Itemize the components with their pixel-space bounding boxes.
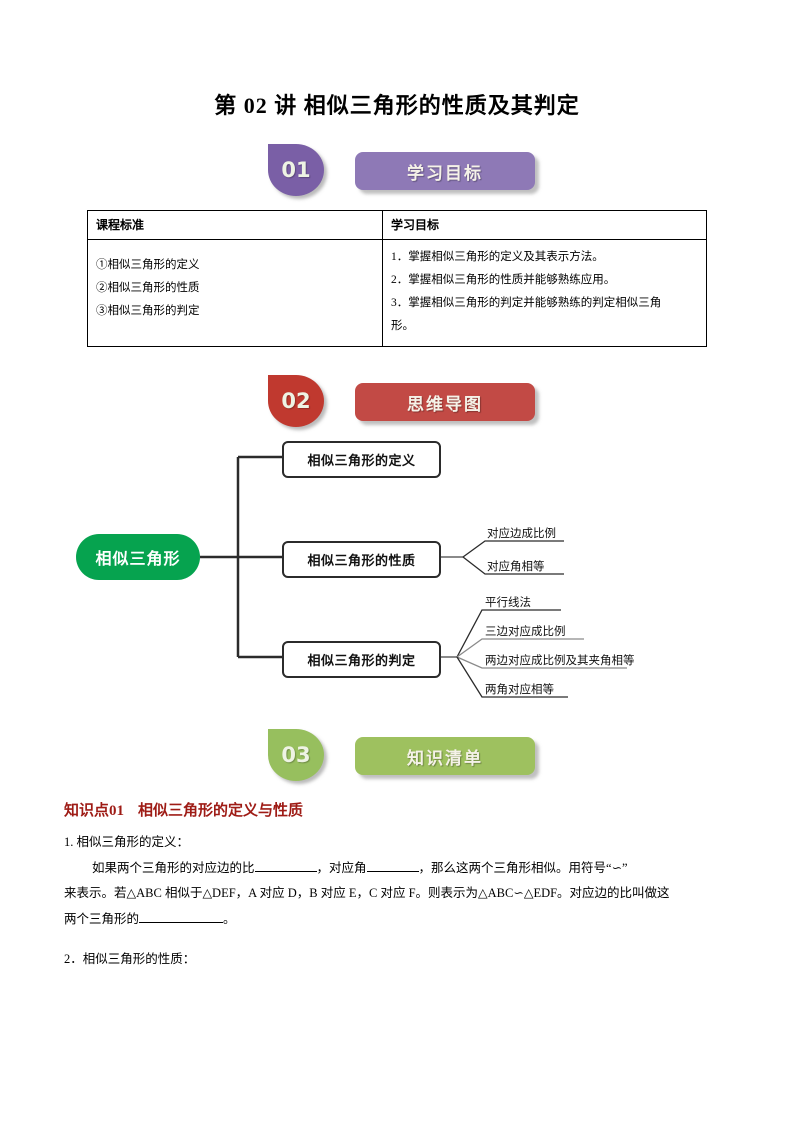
paragraph-spacer bbox=[64, 933, 730, 947]
mindmap-root-node: 相似三角形 bbox=[76, 534, 200, 580]
definition-item-title: 1. 相似三角形的定义： bbox=[64, 835, 190, 849]
standard-item-3: ③相似三角形的判定 bbox=[96, 305, 200, 317]
table-header-standard: 课程标准 bbox=[87, 210, 383, 240]
definition-blank-2 bbox=[366, 870, 419, 872]
section-badge-01-number: 01 bbox=[281, 158, 311, 182]
objective-item-2: 2．掌握相似三角形的性质并能够熟练应用。 bbox=[391, 274, 616, 286]
table-header-row: 课程标准 学习目标 bbox=[87, 210, 707, 240]
mindmap-leaf-judgement-1: 平行线法 bbox=[485, 597, 531, 609]
definition-text-e: 。 bbox=[223, 911, 236, 926]
objective-item-3-cont: 形。 bbox=[391, 320, 414, 332]
section-banner-knowledge: 03 知识清单 bbox=[64, 727, 730, 785]
definition-paragraph-line-3: 两个三角形的 。 bbox=[64, 907, 730, 933]
knowledge-point-heading: 知识点01 相似三角形的定义与性质 bbox=[64, 799, 730, 820]
objectives-table: 课程标准 学习目标 ①相似三角形的定义 ②相似三角形的性质 ③相似三角形的判定 … bbox=[87, 210, 707, 347]
section-badge-03: 03 bbox=[268, 729, 324, 781]
mindmap-diagram: 相似三角形 相似三角形的定义 相似三角形的性质 相似三角形的判定 对应边成比例 … bbox=[64, 435, 730, 725]
properties-item-title: 2．相似三角形的性质： bbox=[64, 951, 196, 966]
section-label-knowledge-text: 知识清单 bbox=[407, 748, 483, 768]
standard-item-1: ①相似三角形的定义 bbox=[96, 259, 200, 271]
page-title: 第 02 讲 相似三角形的性质及其判定 bbox=[214, 93, 580, 118]
section-badge-02-number: 02 bbox=[281, 389, 311, 413]
definition-blank-1 bbox=[254, 870, 317, 872]
mindmap-connectors bbox=[200, 455, 627, 698]
mindmap-node-properties: 相似三角形的性质 bbox=[282, 541, 441, 578]
section-label-objectives: 学习目标 bbox=[355, 152, 535, 190]
section-banner-objectives: 01 学习目标 bbox=[64, 142, 730, 200]
mindmap-node-definition: 相似三角形的定义 bbox=[282, 441, 441, 478]
definition-text-a: 如果两个三角形的对应边的比 bbox=[92, 860, 255, 875]
standard-item-2: ②相似三角形的性质 bbox=[96, 282, 200, 294]
mindmap-root-label: 相似三角形 bbox=[95, 551, 181, 568]
section-badge-01: 01 bbox=[268, 144, 324, 196]
table-cell-objectives: 1．掌握相似三角形的定义及其表示方法。 2．掌握相似三角形的性质并能够熟练应用。… bbox=[382, 239, 707, 347]
table-row: ①相似三角形的定义 ②相似三角形的性质 ③相似三角形的判定 1．掌握相似三角形的… bbox=[87, 239, 707, 347]
mindmap-leaf-judgement-4: 两角对应相等 bbox=[485, 684, 554, 696]
section-label-mindmap: 思维导图 bbox=[355, 383, 535, 421]
mindmap-leaf-judgement-3: 两边对应成比例及其夹角相等 bbox=[485, 655, 635, 667]
table-cell-standard: ①相似三角形的定义 ②相似三角形的性质 ③相似三角形的判定 bbox=[87, 239, 383, 347]
section-label-objectives-text: 学习目标 bbox=[407, 163, 483, 183]
definition-text-d: 两个三角形的 bbox=[64, 911, 140, 926]
section-badge-03-number: 03 bbox=[281, 743, 311, 767]
table-header-objectives: 学习目标 bbox=[382, 210, 707, 240]
mindmap-node-definition-label: 相似三角形的定义 bbox=[307, 453, 416, 468]
mindmap-node-judgement-label: 相似三角形的判定 bbox=[307, 653, 416, 668]
mindmap-leaf-judgement-2: 三边对应成比例 bbox=[485, 626, 566, 638]
objective-item-3: 3．掌握相似三角形的判定并能够熟练的判定相似三角 bbox=[391, 297, 662, 309]
mindmap-leaf-properties-2: 对应角相等 bbox=[487, 561, 545, 573]
section-badge-02: 02 bbox=[268, 375, 324, 427]
knowledge-point-title: 相似三角形的定义与性质 bbox=[138, 803, 304, 819]
section-label-mindmap-text: 思维导图 bbox=[407, 394, 483, 414]
definition-paragraph-line-2: 来表示。若△ABC 相似于△DEF，A 对应 D，B 对应 E，C 对应 F。则… bbox=[64, 886, 670, 901]
mindmap-node-properties-label: 相似三角形的性质 bbox=[307, 553, 416, 568]
section-banner-mindmap: 02 思维导图 bbox=[64, 373, 730, 431]
mindmap-leaf-properties-1: 对应边成比例 bbox=[487, 528, 556, 540]
definition-paragraph-line-1: 如果两个三角形的对应边的比 ，对应角 ，那么这两个三角形相似。用符号“∽” bbox=[64, 856, 730, 882]
definition-blank-3 bbox=[139, 921, 224, 923]
definition-text-b: ，对应角 bbox=[316, 860, 367, 875]
knowledge-point-number: 知识点01 bbox=[64, 803, 125, 819]
objective-item-1: 1．掌握相似三角形的定义及其表示方法。 bbox=[391, 251, 604, 263]
definition-text-c: ，那么这两个三角形相似。用符号“∽” bbox=[418, 860, 628, 875]
section-label-knowledge: 知识清单 bbox=[355, 737, 535, 775]
mindmap-node-judgement: 相似三角形的判定 bbox=[282, 641, 441, 678]
